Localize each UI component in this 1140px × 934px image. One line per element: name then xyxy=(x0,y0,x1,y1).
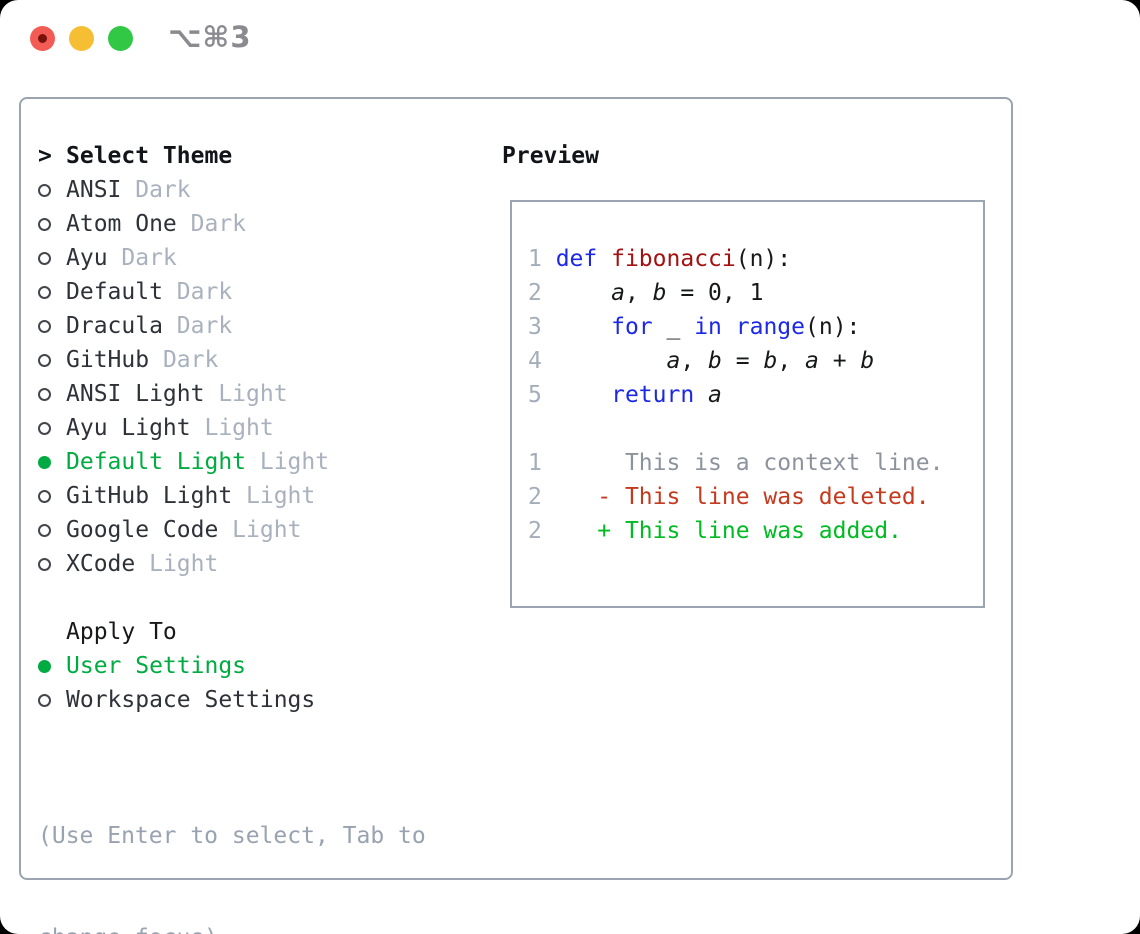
help-line-2: change focus) xyxy=(38,921,502,934)
theme-option-ayu-light-light[interactable]: Ayu Light Light xyxy=(38,411,502,445)
radio-icon xyxy=(38,694,51,707)
option-label: ANSI Light xyxy=(66,381,205,407)
theme-option-atom-one-dark[interactable]: Atom One Dark xyxy=(38,207,502,241)
theme-option-default-light-light[interactable]: Default Light Light xyxy=(38,445,502,479)
option-label: Default Light xyxy=(66,449,247,475)
radio-icon xyxy=(38,184,51,197)
select-theme-title: Select Theme xyxy=(66,143,233,169)
traffic-lights xyxy=(30,26,133,51)
apply-to-title: Apply To xyxy=(66,619,177,645)
option-label: Ayu xyxy=(66,245,108,271)
preview-line: 2 a, b = 0, 1 xyxy=(528,280,764,306)
option-label: ANSI xyxy=(66,177,122,203)
select-theme-header: > Select Theme xyxy=(38,139,502,173)
theme-option-xcode-light[interactable]: XCode Light xyxy=(38,547,502,581)
radio-icon xyxy=(38,320,51,333)
preview-line: 2 + This line was added. xyxy=(528,518,902,544)
option-label: Workspace Settings xyxy=(66,687,316,713)
theme-option-google-code-light[interactable]: Google Code Light xyxy=(38,513,502,547)
apply-option-workspace-settings[interactable]: Workspace Settings xyxy=(38,683,502,717)
option-label: Default xyxy=(66,279,163,305)
option-label: Dracula xyxy=(66,313,163,339)
theme-variant-tag: Light xyxy=(246,449,330,475)
radio-icon xyxy=(38,422,51,435)
preview-line: 5 return a xyxy=(528,382,722,408)
radio-icon xyxy=(38,354,51,367)
theme-variant-tag: Dark xyxy=(176,211,247,237)
radio-selected-icon xyxy=(38,456,51,469)
preview-column: Preview 1 def fibonacci(n): 2 a, b = 0, 1… xyxy=(502,99,1011,878)
theme-variant-tag: Light xyxy=(204,381,288,407)
theme-variant-tag: Light xyxy=(135,551,219,577)
close-dot-icon xyxy=(38,34,47,43)
radio-selected-icon xyxy=(38,660,51,673)
theme-variant-tag: Light xyxy=(218,517,302,543)
radio-icon xyxy=(38,252,51,265)
preview-box: 1 def fibonacci(n): 2 a, b = 0, 1 3 for _ … xyxy=(510,200,985,608)
radio-icon xyxy=(38,286,51,299)
preview-line: 3 for _ in range(n): xyxy=(528,314,861,340)
theme-option-dracula-dark[interactable]: Dracula Dark xyxy=(38,309,502,343)
window-shortcut-label: ⌥⌘3 xyxy=(168,20,252,54)
preview-line: 4 a, b = b, a + b xyxy=(528,348,875,374)
theme-variant-tag: Dark xyxy=(162,313,233,339)
theme-variant-tag: Light xyxy=(232,483,316,509)
minimize-button[interactable] xyxy=(69,26,94,51)
option-label: Atom One xyxy=(66,211,177,237)
zoom-button[interactable] xyxy=(108,26,133,51)
preview-line xyxy=(528,412,983,446)
option-label: Google Code xyxy=(66,517,219,543)
radio-icon xyxy=(38,524,51,537)
theme-variant-tag: Light xyxy=(190,415,274,441)
radio-icon xyxy=(38,490,51,503)
preview-line: 1 This is a context line. xyxy=(528,450,944,476)
theme-option-github-light-light[interactable]: GitHub Light Light xyxy=(38,479,502,513)
theme-option-default-dark[interactable]: Default Dark xyxy=(38,275,502,309)
option-label: User Settings xyxy=(66,653,247,679)
theme-variant-tag: Dark xyxy=(162,279,233,305)
theme-option-github-dark[interactable]: GitHub Dark xyxy=(38,343,502,377)
preview-code: 1 def fibonacci(n): 2 a, b = 0, 1 3 for _ … xyxy=(528,242,983,548)
preview-line: 2 - This line was deleted. xyxy=(528,484,930,510)
option-label: GitHub Light xyxy=(66,483,233,509)
apply-to-header: Apply To xyxy=(38,615,502,649)
cursor-indicator: > xyxy=(38,143,52,169)
theme-option-ansi-light-light[interactable]: ANSI Light Light xyxy=(38,377,502,411)
option-label: XCode xyxy=(66,551,136,577)
close-button[interactable] xyxy=(30,26,55,51)
theme-variant-tag: Dark xyxy=(149,347,219,373)
preview-title: Preview xyxy=(502,143,599,169)
radio-icon xyxy=(38,218,51,231)
help-line-1: (Use Enter to select, Tab to xyxy=(38,823,426,849)
apply-option-user-settings[interactable]: User Settings xyxy=(38,649,502,683)
theme-variant-tag: Dark xyxy=(121,177,191,203)
preview-line: 1 def fibonacci(n): xyxy=(528,246,792,272)
help-text: (Use Enter to select, Tab to change focu… xyxy=(38,751,502,934)
radio-icon xyxy=(38,558,51,571)
titlebar: ⌥⌘3 xyxy=(0,0,1140,97)
option-label: Ayu Light xyxy=(66,415,191,441)
radio-icon xyxy=(38,388,51,401)
theme-option-ansi-dark[interactable]: ANSI Dark xyxy=(38,173,502,207)
option-label: GitHub xyxy=(66,347,150,373)
theme-option-ayu-dark[interactable]: Ayu Dark xyxy=(38,241,502,275)
theme-variant-tag: Dark xyxy=(107,245,177,271)
